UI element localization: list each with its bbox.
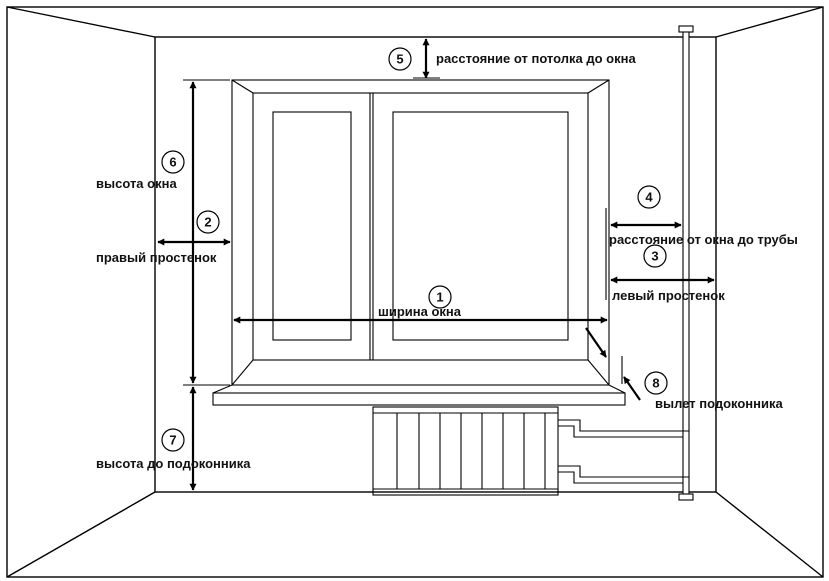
label-left-pier: левый простенок [612,288,725,303]
svg-text:3: 3 [651,249,658,264]
radiator [372,406,559,496]
measurement-labels: ширина окна правый простенок левый прост… [96,51,798,471]
windowsill [212,384,626,406]
marker-6: 6 [161,150,185,174]
marker-7: 7 [161,428,185,452]
svg-text:2: 2 [204,215,211,230]
label-ceiling-to-window: расстояние от потолка до окна [436,51,636,66]
marker-1: 1 [428,285,452,309]
marker-5: 5 [388,47,412,71]
svg-text:6: 6 [169,155,176,170]
dimension-8-line [585,327,607,358]
marker-4: 4 [637,185,661,209]
svg-text:5: 5 [396,52,403,67]
room-outline [6,6,824,578]
heating-pipe [558,25,694,501]
dimension-lines [157,38,715,493]
label-height-to-sill: высота до подоконника [96,456,251,471]
marker-8: 8 [644,371,668,395]
svg-text:1: 1 [436,290,443,305]
label-window-to-pipe: расстояние от окна до трубы [609,232,798,247]
label-window-height: высота окна [96,176,177,191]
svg-text:7: 7 [169,433,176,448]
svg-text:8: 8 [652,376,659,391]
svg-text:4: 4 [645,190,653,205]
label-window-width: ширина окна [378,304,462,319]
label-right-pier: правый простенок [96,250,217,265]
marker-2: 2 [196,210,220,234]
label-sill-overhang: вылет подоконника [655,396,784,411]
marker-3: 3 [643,244,667,268]
number-markers: 1 2 3 4 5 6 7 8 [161,47,668,452]
window-frame [231,79,610,386]
